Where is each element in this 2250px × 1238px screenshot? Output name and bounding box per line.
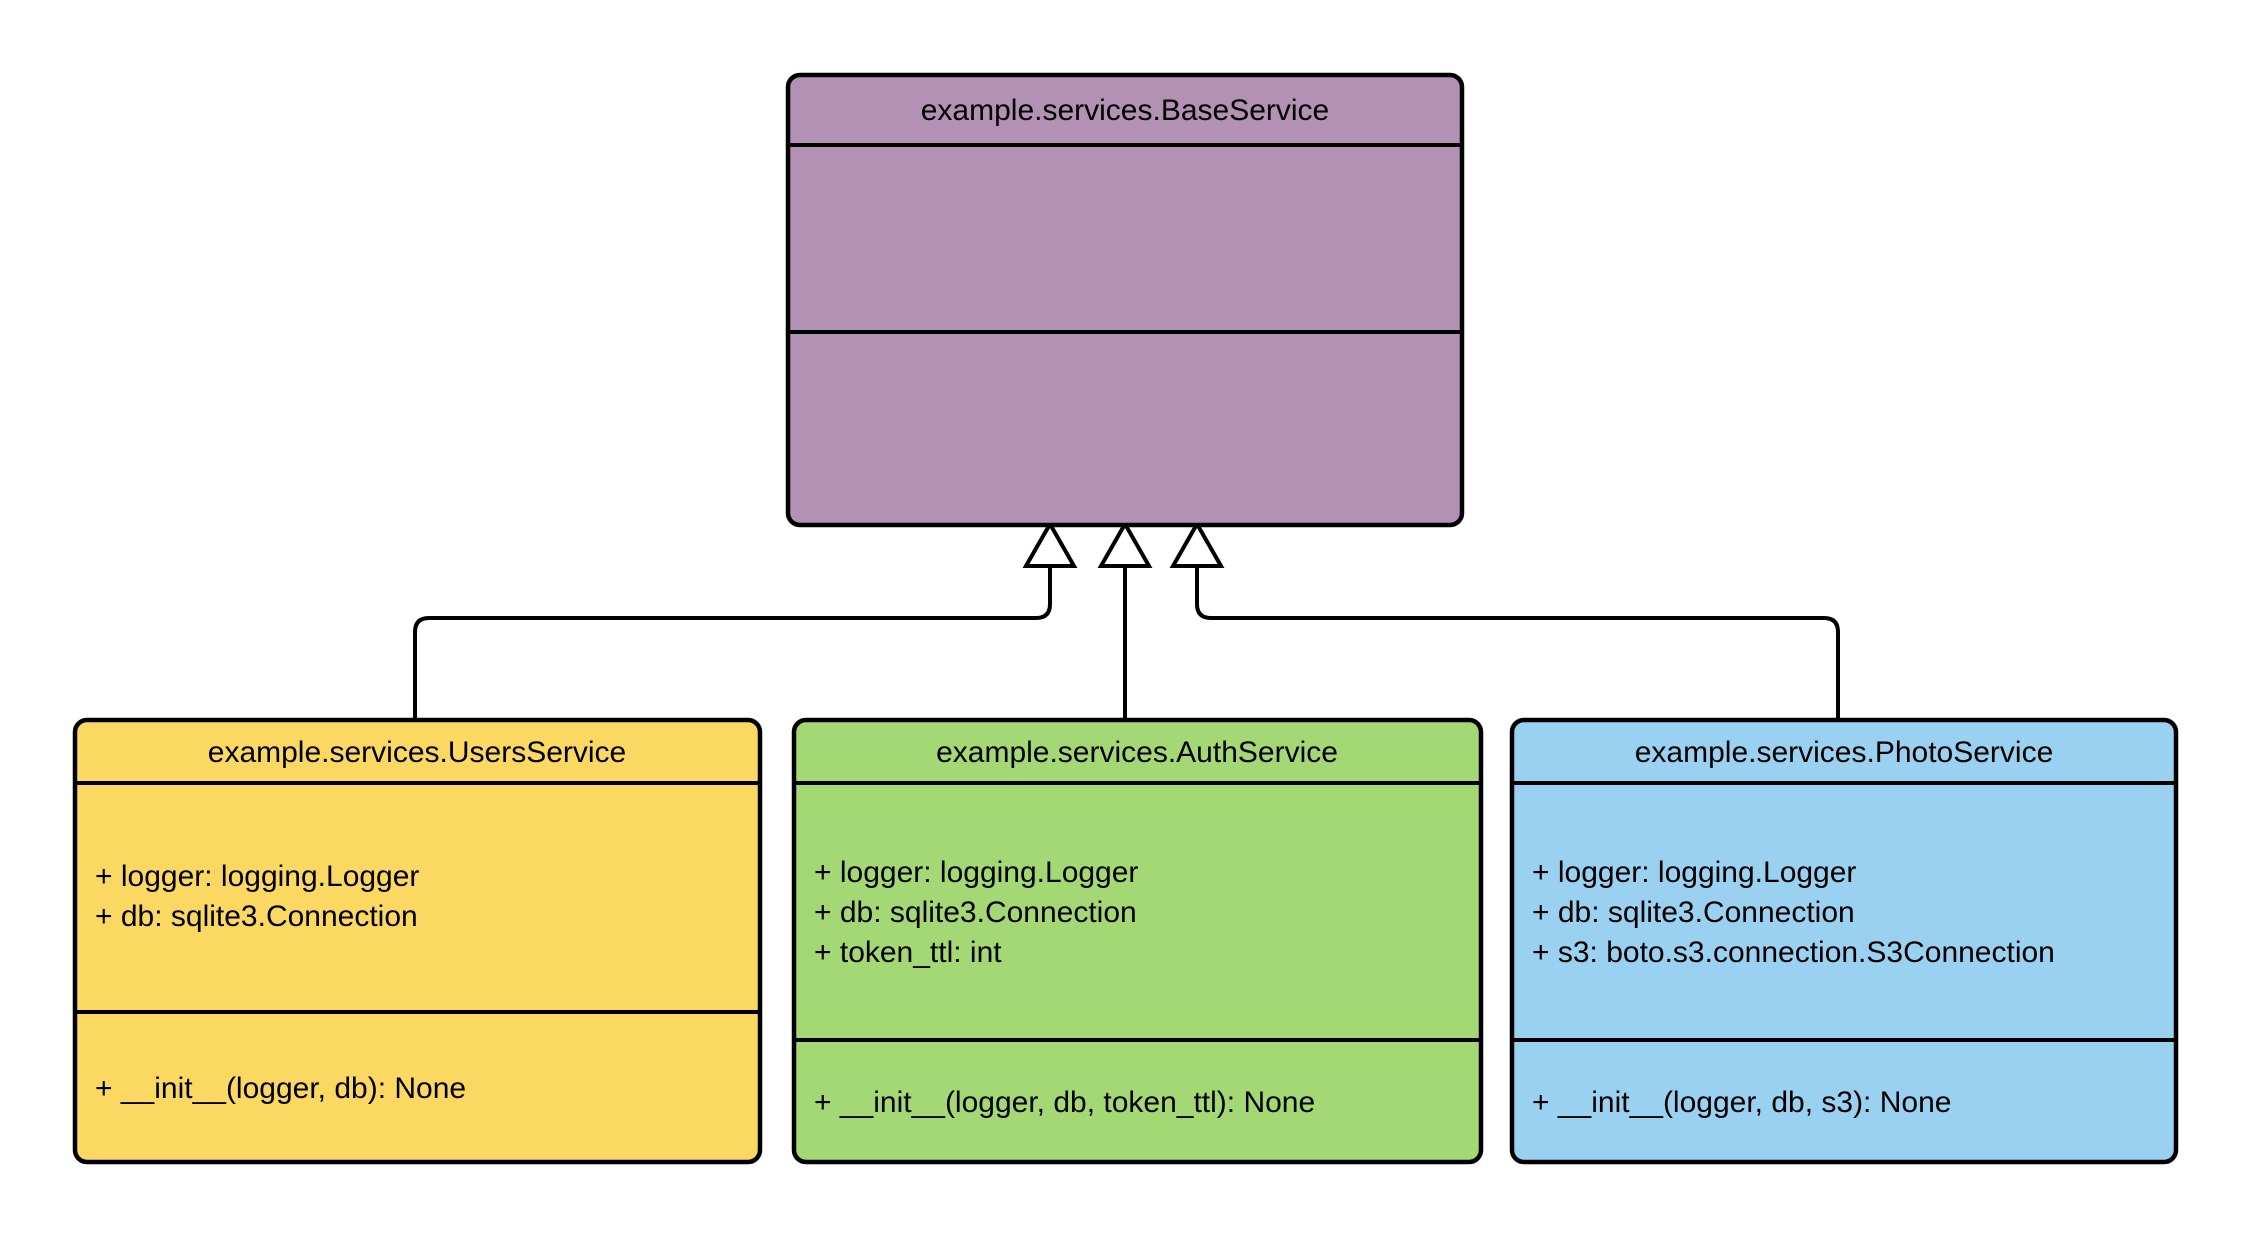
method-label: + __init__(logger, db, s3): None (1532, 1086, 1951, 1119)
class-node-base-service: example.services.BaseService (785, 72, 1465, 528)
class-box (785, 72, 1465, 528)
edge-photo-to-base (1195, 566, 1840, 720)
class-name-label: example.services.AuthService (936, 736, 1338, 769)
attribute-label: + db: sqlite3.Connection (95, 900, 418, 933)
attribute-label: + db: sqlite3.Connection (814, 896, 1137, 929)
class-name-label: example.services.UsersService (208, 736, 626, 769)
attribute-label: + logger: logging.Logger (95, 860, 419, 893)
hollow-triangle-arrowhead-photo (1169, 519, 1225, 568)
class-node-photo-service: example.services.PhotoService + logger: … (1509, 717, 2179, 1165)
class-node-auth-service: example.services.AuthService + logger: l… (791, 717, 1484, 1165)
edge-users-to-base (413, 566, 1052, 720)
class-name-label: example.services.BaseService (921, 94, 1330, 127)
attribute-label: + token_ttl: int (814, 936, 1002, 969)
class-box (72, 717, 763, 1165)
inheritance-edges (413, 566, 1840, 720)
attribute-label: + logger: logging.Logger (814, 856, 1138, 889)
class-box (1509, 717, 2179, 1165)
method-label: + __init__(logger, db): None (95, 1072, 466, 1105)
hollow-triangle-arrowhead-auth (1097, 519, 1153, 568)
class-name-label: example.services.PhotoService (1635, 736, 2054, 769)
class-box (791, 717, 1484, 1165)
hollow-triangle-arrowhead-users (1022, 519, 1078, 568)
attribute-label: + s3: boto.s3.connection.S3Connection (1532, 936, 2055, 969)
class-node-users-service: example.services.UsersService + logger: … (72, 717, 763, 1165)
method-label: + __init__(logger, db, token_ttl): None (814, 1086, 1315, 1119)
attribute-label: + db: sqlite3.Connection (1532, 896, 1855, 929)
inheritance-arrowheads (1022, 519, 1225, 568)
attribute-label: + logger: logging.Logger (1532, 856, 1856, 889)
